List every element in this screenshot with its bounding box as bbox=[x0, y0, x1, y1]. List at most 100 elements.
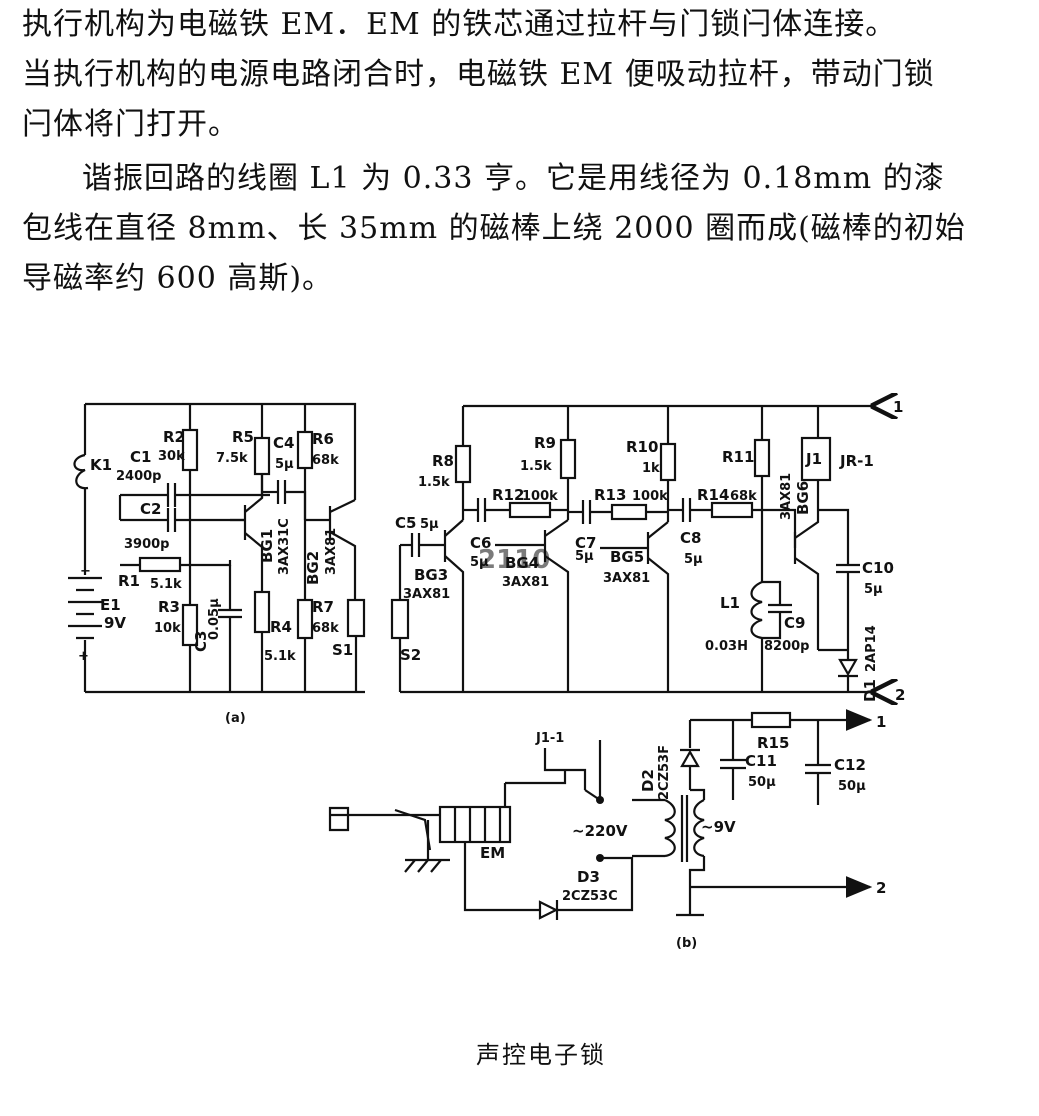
label-c7: C7 bbox=[575, 534, 596, 552]
label-r4-value: 5.1k bbox=[264, 649, 296, 664]
label-r13: R13 bbox=[594, 486, 626, 504]
label-b-tag: (b) bbox=[676, 936, 697, 951]
svg-text:−: − bbox=[80, 564, 91, 579]
resistor-r5 bbox=[253, 436, 271, 476]
watermark: 2110 bbox=[478, 545, 550, 575]
label-c4-value: 5μ bbox=[275, 457, 294, 472]
label-j1: J1 bbox=[805, 450, 822, 468]
label-r7: R7 bbox=[312, 598, 334, 616]
resistor-r2 bbox=[181, 428, 199, 472]
label-j1-1: J1-1 bbox=[535, 731, 564, 746]
transformer-primary bbox=[664, 799, 676, 858]
label-r12: R12 bbox=[492, 486, 524, 504]
transistor-bg6 bbox=[793, 500, 820, 650]
label-r10-value: 1k bbox=[642, 461, 660, 476]
label-c8: C8 bbox=[680, 529, 701, 547]
label-r1: R1 bbox=[118, 572, 140, 590]
label-bg2-type: 3AX81 bbox=[324, 528, 339, 575]
resistor-r14 bbox=[710, 501, 754, 519]
label-c9: C9 bbox=[784, 614, 805, 632]
resistor-r12 bbox=[508, 501, 552, 519]
switch-k1-symbol bbox=[73, 453, 89, 490]
label-r10: R10 bbox=[626, 438, 658, 456]
label-bg1-type: 3AX31C bbox=[277, 518, 292, 575]
label-r8: R8 bbox=[432, 452, 454, 470]
label-c9-value: 8200p bbox=[764, 639, 810, 654]
text-line: 导磁率约 600 高斯)。 bbox=[22, 261, 334, 296]
label-d1-type: 2AP14 bbox=[864, 625, 879, 672]
resistor-r10 bbox=[659, 442, 677, 482]
label-r3: R3 bbox=[158, 598, 180, 616]
label-r6: R6 bbox=[312, 430, 334, 448]
label-r5-value: 7.5k bbox=[216, 451, 248, 466]
label-l1-value: 0.03H bbox=[705, 639, 748, 654]
diode-d2 bbox=[680, 749, 700, 768]
label-c10: C10 bbox=[862, 559, 894, 577]
label-bg3-type: 3AX81 bbox=[403, 587, 450, 602]
label-c12-value: 50μ bbox=[838, 779, 866, 794]
label-j1-type: JR-1 bbox=[839, 452, 874, 470]
label-bg4-type: 3AX81 bbox=[502, 575, 549, 590]
label-c1: C1 bbox=[130, 448, 151, 466]
resistor-r1 bbox=[138, 556, 182, 573]
label-c6: C6 bbox=[470, 534, 491, 552]
label-s2: S2 bbox=[400, 646, 421, 664]
label-r6-value: 68k bbox=[312, 453, 339, 468]
label-c10-value: 5μ bbox=[864, 582, 883, 597]
microphone-s2 bbox=[390, 598, 410, 640]
text-line: 谐振回路的线圈 L1 为 0.33 亨。它是用线径为 0.18mm 的漆 bbox=[82, 161, 945, 196]
label-terminal-1: 1 bbox=[893, 398, 903, 416]
circuit-b bbox=[328, 709, 873, 920]
speaker-s1 bbox=[346, 598, 366, 638]
label-d1: D1 bbox=[861, 679, 879, 702]
svg-text:+: + bbox=[78, 649, 89, 664]
label-r2: R2 bbox=[163, 428, 185, 446]
labels-b: J1-1 EM D2 2CZ53F D3 2CZ53C ~220V ~9V R1… bbox=[480, 713, 886, 951]
resistor-r6 bbox=[296, 430, 314, 470]
label-d2-type: 2CZ53F bbox=[657, 745, 672, 800]
label-c12: C12 bbox=[834, 756, 866, 774]
transistor-bg3 bbox=[443, 519, 465, 692]
diode-d1 bbox=[838, 658, 858, 677]
resistor-r15 bbox=[750, 711, 792, 729]
figure-caption: 声控电子锁 bbox=[476, 1041, 606, 1069]
label-c2: C2 bbox=[140, 500, 161, 518]
label-r9-value: 1.5k bbox=[520, 459, 552, 474]
label-bg5: BG5 bbox=[610, 548, 644, 566]
label-r5: R5 bbox=[232, 428, 254, 446]
label-c2-value: 3900p bbox=[124, 537, 170, 552]
label-r7-value: 68k bbox=[312, 621, 339, 636]
label-r14: R14 bbox=[697, 486, 729, 504]
circuit-a: − + bbox=[68, 402, 366, 694]
label-terminal-2: 2 bbox=[895, 686, 905, 704]
label-d3-type: 2CZ53C bbox=[562, 889, 618, 904]
resistor-r4 bbox=[253, 590, 271, 634]
label-r15: R15 bbox=[757, 734, 789, 752]
text-line: 当执行机构的电源电路闭合时，电磁铁 EM 便吸动拉杆，带动门锁 bbox=[22, 57, 935, 92]
label-r3-value: 10k bbox=[154, 621, 181, 636]
label-bg2: BG2 bbox=[304, 551, 322, 585]
label-r13-value: 100k bbox=[632, 489, 668, 504]
transistor-bg4 bbox=[495, 519, 570, 692]
paragraph-2: 谐振回路的线圈 L1 为 0.33 亨。它是用线径为 0.18mm 的漆 包线在… bbox=[22, 154, 966, 304]
label-r14-value: 68k bbox=[730, 489, 757, 504]
label-c8-value: 5μ bbox=[684, 552, 703, 567]
circuit-main bbox=[390, 406, 875, 692]
transistor-bg1 bbox=[230, 460, 264, 592]
label-bg3: BG3 bbox=[414, 566, 448, 584]
label-l1: L1 bbox=[720, 594, 740, 612]
label-e1-value: 9V bbox=[104, 614, 126, 632]
resistor-r9 bbox=[559, 438, 577, 480]
label-c3-value: 0.05μ bbox=[207, 598, 222, 640]
label-bg6: BG6 bbox=[794, 481, 812, 515]
resistor-r7 bbox=[296, 598, 314, 640]
battery-e1 bbox=[68, 576, 102, 640]
label-bg5-type: 3AX81 bbox=[603, 571, 650, 586]
label-9v: ~9V bbox=[701, 818, 736, 836]
label-bg4: BG4 bbox=[505, 554, 539, 572]
text-line: 闩体将门打开。 bbox=[22, 107, 239, 142]
label-d3: D3 bbox=[577, 868, 600, 886]
transistor-bg2 bbox=[305, 499, 357, 600]
label-c1-value: 2400p bbox=[116, 469, 162, 484]
label-r8-value: 1.5k bbox=[418, 475, 450, 490]
